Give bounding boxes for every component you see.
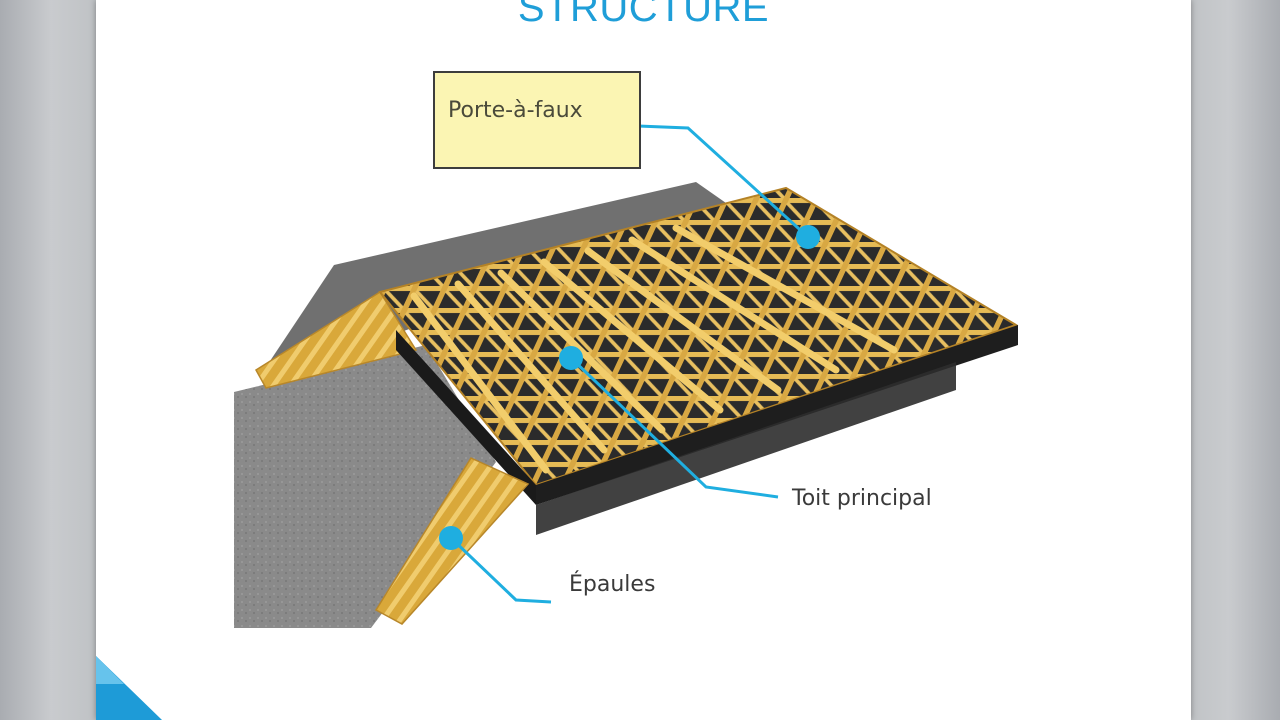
slide: STRUCTURE: [96, 0, 1191, 720]
gable-truss: [254, 290, 418, 389]
callout-label-porte-a-faux: Porte-à-faux: [448, 98, 583, 123]
main-roof-trusses: [378, 186, 1019, 487]
wall-front: [396, 330, 536, 505]
callout-label-epaules: Épaules: [569, 572, 656, 597]
support-columns: [536, 362, 956, 535]
callout-label-toit-principal: Toit principal: [792, 486, 932, 511]
callout-box-porte-a-faux: [433, 71, 641, 169]
roof-structure-diagram: [234, 124, 1019, 628]
callout-lines: [449, 124, 810, 604]
callout-dot-porte-a-faux: [796, 225, 820, 249]
callout-dot-epaules: [439, 526, 463, 550]
callout-dot-toit-principal: [559, 346, 583, 370]
slide-title: STRUCTURE: [517, 0, 770, 30]
wall-right: [536, 325, 1018, 505]
ground-slab: [234, 345, 496, 628]
corner-accent-shape: [96, 656, 162, 720]
rafters: [410, 224, 898, 474]
